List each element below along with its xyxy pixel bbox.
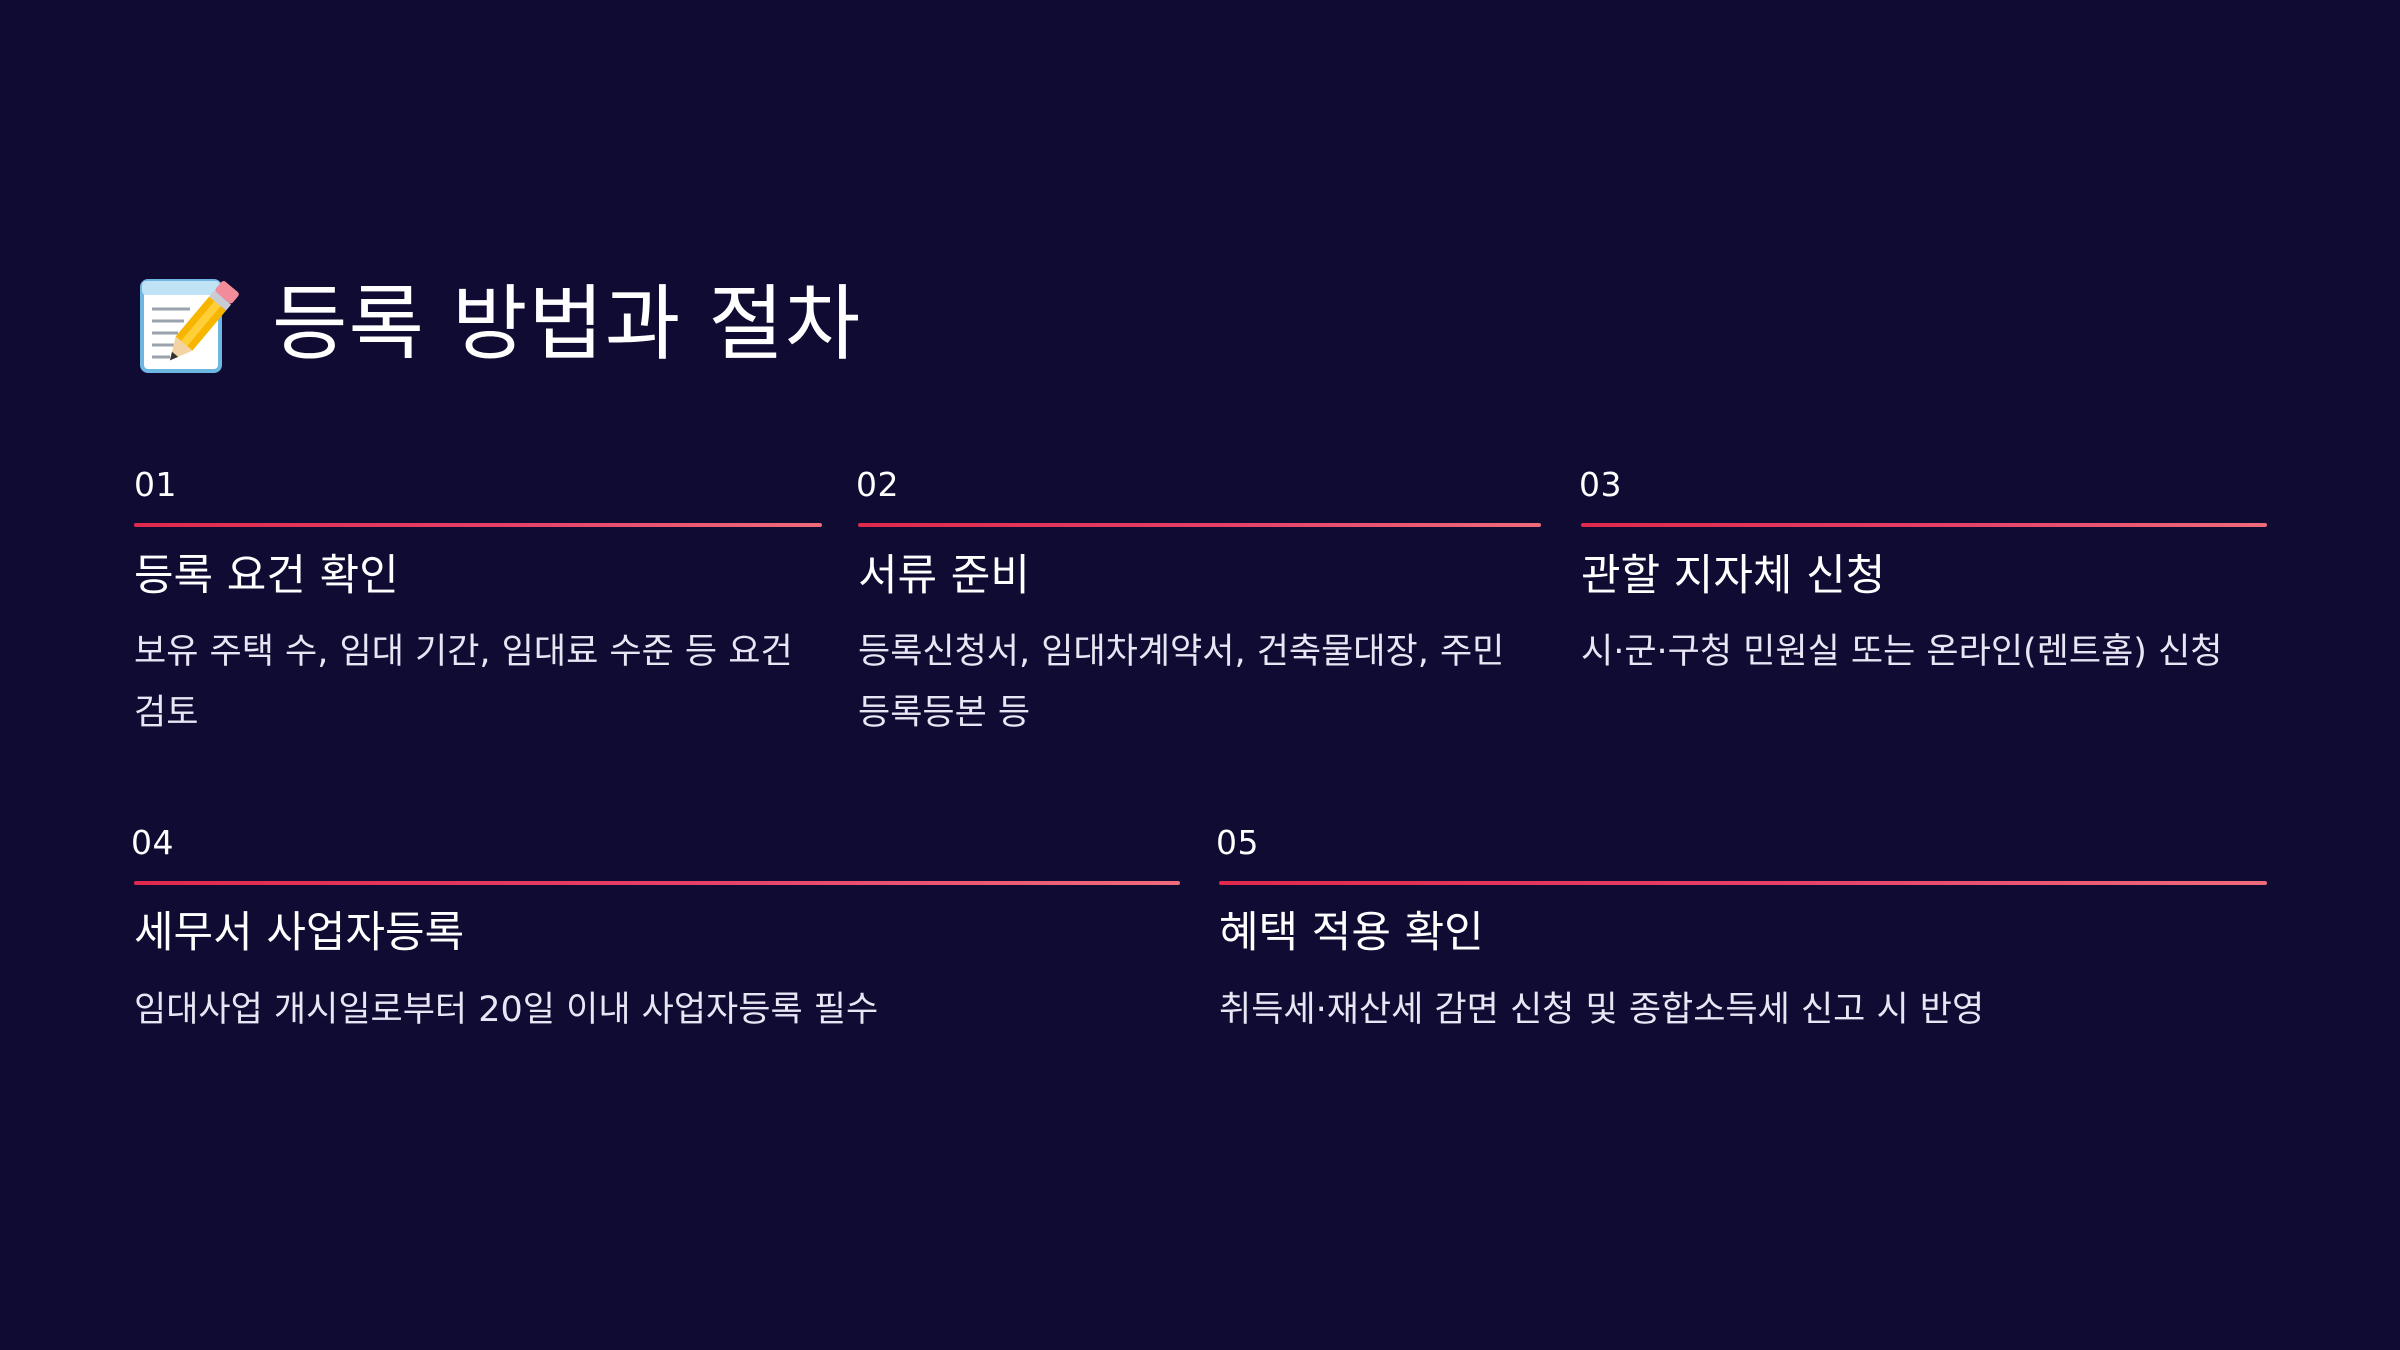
step-divider [1581,523,2267,527]
step-divider [134,881,1180,885]
step-card-01: 01 [134,468,822,501]
step-description: 시·군·구청 민원실 또는 온라인(렌트홈) 신청 [1581,632,2223,672]
step-divider [1219,881,2267,885]
step-card-05: 05 [1216,826,2267,859]
step-number: 05 [1216,823,1259,862]
step-title: 관할 지자체 신청 [1581,551,1886,601]
memo-pencil-icon [134,271,242,379]
slide-header: 등록 방법과 절차 [134,270,861,380]
step-description: 보유 주택 수, 임대 기간, 임대료 수준 등 요건 검토 [134,632,793,733]
step-number: 02 [856,465,899,504]
step-title: 세무서 사업자등록 [134,908,465,958]
step-divider [858,523,1541,527]
step-description: 등록신청서, 임대차계약서, 건축물대장, 주민등록등본 등 [858,632,1505,733]
step-title: 혜택 적용 확인 [1219,908,1484,958]
step-description: 취득세·재산세 감면 신청 및 종합소득세 신고 시 반영 [1219,990,1985,1030]
step-card-04: 04 [131,826,1180,859]
page-title: 등록 방법과 절차 [272,277,862,372]
step-divider [134,523,822,527]
step-number: 03 [1579,465,1622,504]
step-number: 01 [134,465,177,504]
step-title: 서류 준비 [858,551,1030,601]
step-card-03: 03 [1579,468,2267,501]
step-description: 임대사업 개시일로부터 20일 이내 사업자등록 필수 [134,990,879,1030]
step-card-02: 02 [856,468,1541,501]
step-title: 등록 요건 확인 [134,551,399,601]
step-number: 04 [131,823,174,862]
